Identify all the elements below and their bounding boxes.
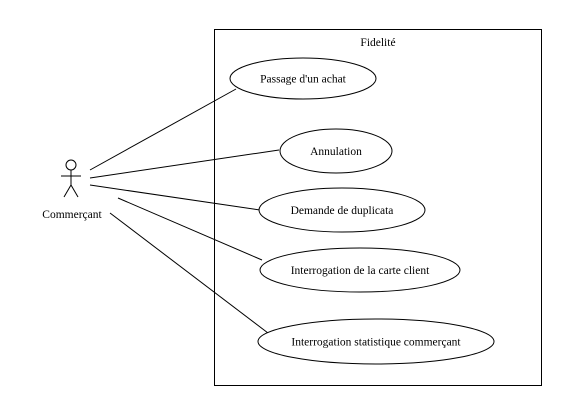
use-case-passage-achat[interactable]: Passage d'un achat [229,57,377,100]
use-case-ellipse [229,57,377,100]
system-boundary: Fidelité [214,29,542,386]
use-case-demande-duplicata[interactable]: Demande de duplicata [258,187,426,233]
use-case-label: Interrogation de la carte client [291,265,430,277]
use-case-label: Demande de duplicata [291,205,394,217]
association-demande-duplicata [89,184,261,211]
system-boundary-box [214,29,542,386]
use-case-interrogation-statistique[interactable]: Interrogation statistique commerçant [257,318,495,365]
associations [89,88,280,334]
association-passage-achat [89,88,237,171]
use-case-label: Annulation [310,146,362,158]
use-case-ellipse [257,318,495,365]
use-case-ellipse [259,247,461,293]
association-annulation [89,149,280,179]
association-interrogation-statistique [109,212,269,334]
system-title: Fidelité [360,37,395,49]
stick-figure-actor-icon [61,159,81,198]
actor-name: Commerçant [42,209,102,221]
use-case-annulation[interactable]: Annulation [279,128,393,174]
use-case-label: Interrogation statistique commerçant [291,337,461,349]
association-interrogation-carte [117,197,263,261]
use-case-interrogation-carte[interactable]: Interrogation de la carte client [259,247,461,293]
use-case-label: Passage d'un achat [260,74,347,86]
use-case-ellipse [258,187,426,233]
actor[interactable]: Commerçant [42,159,102,221]
use-case-ellipse [279,128,393,174]
